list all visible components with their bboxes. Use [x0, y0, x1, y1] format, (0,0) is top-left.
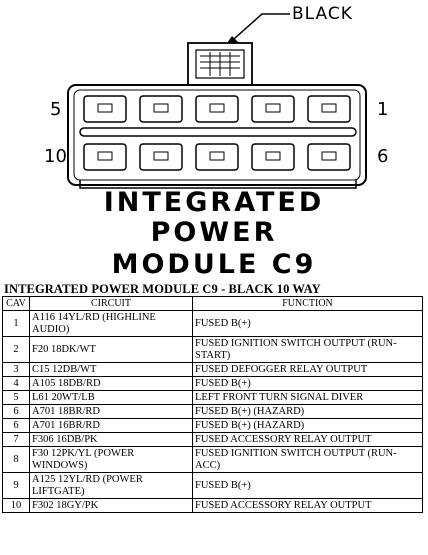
callout-label: BLACK [292, 4, 353, 24]
terminal-tabs-bottom [97, 151, 337, 161]
table-row: 2 F20 18DK/WT FUSED IGNITION SWITCH OUTP… [2, 336, 423, 363]
cavity-4 [139, 95, 183, 123]
cavity-row-bottom [83, 143, 351, 171]
cell-circuit: A701 16BR/RD [29, 418, 193, 433]
module-title-line-1: INTEGRATED [103, 187, 325, 218]
cell-circuit: F306 16DB/PK [29, 432, 193, 447]
table-row: 7 F306 16DB/PK FUSED ACCESSORY RELAY OUT… [2, 432, 423, 447]
cell-function: FUSED B(+) [192, 472, 423, 499]
cell-cav: 10 [2, 498, 30, 513]
module-title-line-3: MODULE C9 [111, 249, 317, 280]
cavity-10 [83, 143, 127, 171]
cell-function: FUSED ACCESSORY RELAY OUTPUT [192, 498, 423, 513]
header-function: FUNCTION [192, 296, 423, 311]
cell-function: FUSED B(+) (HAZARD) [192, 418, 423, 433]
cavity-3 [195, 95, 239, 123]
table-row: 6 A701 18BR/RD FUSED B(+) (HAZARD) [2, 404, 423, 419]
cell-circuit: F30 12PK/YL (POWER WINDOWS) [29, 446, 193, 473]
table-row: 6 A701 16BR/RD FUSED B(+) (HAZARD) [2, 418, 423, 433]
connector-inner-rim [73, 89, 361, 181]
table-row: 5 L61 20WT/LB LEFT FRONT TURN SIGNAL DIV… [2, 390, 423, 405]
connector-body [67, 84, 367, 186]
cell-circuit: A125 12YL/RD (POWER LIFTGATE) [29, 472, 193, 499]
terminal-tabs-top [97, 103, 337, 113]
cell-function: FUSED B(+) [192, 310, 423, 337]
header-cav: CAV [2, 296, 30, 311]
cell-function: FUSED B(+) (HAZARD) [192, 404, 423, 419]
cavity-9 [139, 143, 183, 171]
table-header-row: CAV CIRCUIT FUNCTION [2, 296, 423, 311]
table-row: 4 A105 18DB/RD FUSED B(+) [2, 376, 423, 391]
cell-cav: 9 [2, 472, 30, 499]
pin-label-bottom-right: 6 [377, 146, 389, 167]
table-row: 1 A116 14YL/RD (HIGHLINE AUDIO) FUSED B(… [2, 310, 423, 337]
pin-label-top-right: 1 [377, 99, 389, 120]
cell-cav: 2 [2, 336, 30, 363]
cavity-5 [83, 95, 127, 123]
connector-skirt [79, 180, 357, 189]
cell-circuit: A105 18DB/RD [29, 376, 193, 391]
cell-function: FUSED B(+) [192, 376, 423, 391]
cell-cav: 5 [2, 390, 30, 405]
cell-cav: 6 [2, 418, 30, 433]
connector-drawing [67, 13, 367, 189]
pin-label-top-left: 5 [50, 99, 62, 120]
cell-circuit: F20 18DK/WT [29, 336, 193, 363]
cell-cav: 7 [2, 432, 30, 447]
module-title-line-2: POWER [150, 217, 278, 248]
cell-circuit: C15 12DB/WT [29, 362, 193, 377]
cell-function: FUSED IGNITION SWITCH OUTPUT (RUN-ACC) [192, 446, 423, 473]
cavity-row-top [83, 95, 351, 123]
cavity-7 [251, 143, 295, 171]
cell-cav: 1 [2, 310, 30, 337]
table-title: INTEGRATED POWER MODULE C9 - BLACK 10 WA… [4, 282, 321, 296]
cell-cav: 8 [2, 446, 30, 473]
pin-label-bottom-left: 10 [44, 146, 67, 167]
cavity-6 [307, 143, 351, 171]
cell-function: FUSED IGNITION SWITCH OUTPUT (RUN-START) [192, 336, 423, 363]
cavity-2 [251, 95, 295, 123]
cell-circuit: L61 20WT/LB [29, 390, 193, 405]
cell-cav: 4 [2, 376, 30, 391]
table-row: 8 F30 12PK/YL (POWER WINDOWS) FUSED IGNI… [2, 446, 423, 473]
cell-cav: 3 [2, 362, 30, 377]
cell-circuit: A116 14YL/RD (HIGHLINE AUDIO) [29, 310, 193, 337]
cell-function: FUSED DEFOGGER RELAY OUTPUT [192, 362, 423, 377]
table-row: 9 A125 12YL/RD (POWER LIFTGATE) FUSED B(… [2, 472, 423, 499]
table-row: 10 F302 18GY/PK FUSED ACCESSORY RELAY OU… [2, 498, 423, 513]
center-channel [79, 127, 357, 137]
callout-leader [225, 13, 290, 47]
header-circuit: CIRCUIT [29, 296, 193, 311]
cavity-8 [195, 143, 239, 171]
cell-circuit: F302 18GY/PK [29, 498, 193, 513]
connector-diagram: BLACK 5 1 10 6 [0, 0, 428, 195]
cell-cav: 6 [2, 404, 30, 419]
cell-circuit: A701 18BR/RD [29, 404, 193, 419]
cavity-1 [307, 95, 351, 123]
pin-table: CAV CIRCUIT FUNCTION 1 A116 14YL/RD (HIG… [2, 296, 423, 513]
cell-function: FUSED ACCESSORY RELAY OUTPUT [192, 432, 423, 447]
table-row: 3 C15 12DB/WT FUSED DEFOGGER RELAY OUTPU… [2, 362, 423, 377]
latch-window [195, 49, 245, 79]
latch-ribs [200, 52, 240, 76]
cell-function: LEFT FRONT TURN SIGNAL DIVER [192, 390, 423, 405]
